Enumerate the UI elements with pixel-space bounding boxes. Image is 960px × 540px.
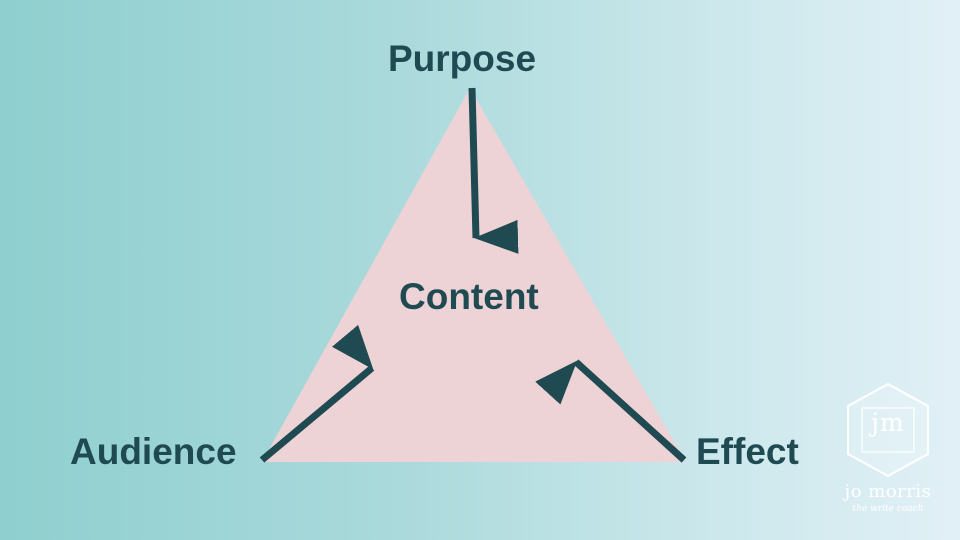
logo-tagline: the write coach [852, 504, 924, 514]
brand-logo: jm jo morris the write coach [836, 380, 940, 514]
arrow-effect-to-content [535, 359, 687, 463]
label-effect: Effect [696, 431, 799, 472]
hexagon-monogram-icon [847, 382, 929, 478]
arrow-audience-to-content [259, 324, 375, 463]
label-audience: Audience [70, 431, 237, 472]
label-purpose: Purpose [388, 38, 537, 79]
arrow-purpose-to-content [468, 87, 519, 254]
logo-monogram: jm [871, 408, 905, 437]
label-content: Content [399, 276, 539, 317]
logo-name: jo morris [844, 481, 932, 502]
